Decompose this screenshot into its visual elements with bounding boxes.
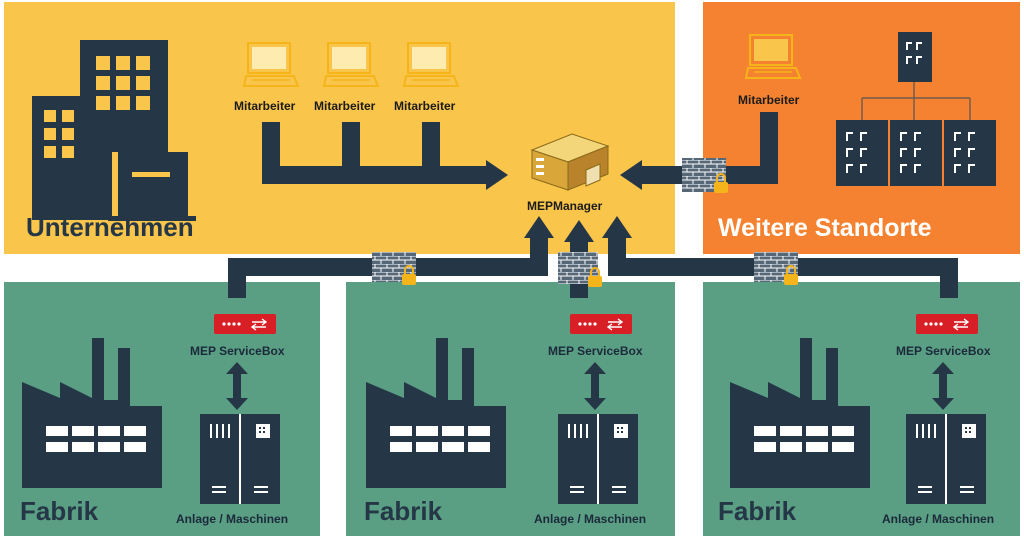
computer-icon-3: [402, 42, 460, 87]
factory-label-1: Fabrik: [20, 496, 99, 526]
machines-label-1: Anlage / Maschinen: [176, 512, 289, 526]
building-icon-site-1: [836, 120, 888, 186]
machine-icon-1: [200, 414, 280, 504]
servicebox-label-3: MEP ServiceBox: [896, 344, 991, 358]
firewall-icon-factory-1: [372, 252, 416, 285]
company-building-icon: [32, 40, 196, 221]
sites-employee-label: Mitarbeiter: [738, 93, 800, 107]
computer-icon-1: [242, 42, 300, 87]
machines-label-3: Anlage / Maschinen: [882, 512, 995, 526]
router-icon-2: [570, 314, 632, 334]
machine-icon-3: [906, 414, 986, 504]
factory-label-3: Fabrik: [718, 496, 797, 526]
employee-label-3: Mitarbeiter: [394, 99, 456, 113]
employee-label-2: Mitarbeiter: [314, 99, 376, 113]
building-icon-site-2: [890, 120, 942, 186]
servicebox-label-1: MEP ServiceBox: [190, 344, 285, 358]
firewall-icon-factory-3: [754, 252, 798, 285]
company-label: Unternehmen: [26, 212, 194, 242]
building-icon-site-3: [944, 120, 996, 186]
servicebox-label-2: MEP ServiceBox: [548, 344, 643, 358]
server-label: MEPManager: [527, 199, 603, 213]
computer-icon-sites: [744, 34, 802, 79]
router-icon-1: [214, 314, 276, 334]
factory-icon-1: [22, 338, 162, 488]
factory-icon-2: [366, 338, 506, 488]
computer-icon-2: [322, 42, 380, 87]
server-icon: [530, 133, 610, 191]
machines-label-2: Anlage / Maschinen: [534, 512, 647, 526]
factory-icon-3: [730, 338, 870, 488]
machine-icon-2: [558, 414, 638, 504]
router-icon-3: [916, 314, 978, 334]
factory-label-2: Fabrik: [364, 496, 443, 526]
employee-label-1: Mitarbeiter: [234, 99, 296, 113]
building-icon-hq: [898, 32, 932, 82]
sites-label: Weitere Standorte: [718, 214, 932, 242]
